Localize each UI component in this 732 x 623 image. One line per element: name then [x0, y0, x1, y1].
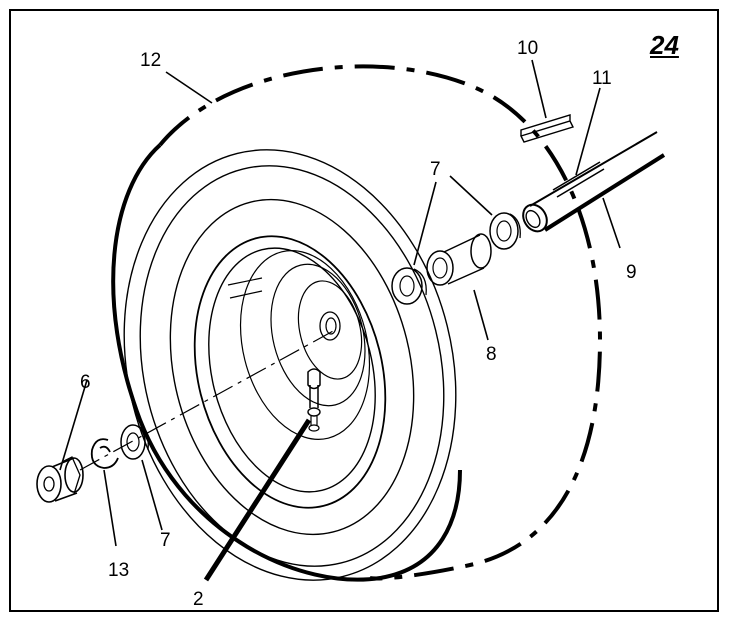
bushing	[36, 456, 84, 503]
tire-outer-edge	[158, 64, 603, 581]
callout-13: 13	[108, 560, 130, 581]
leader-10	[531, 59, 547, 119]
key	[520, 114, 574, 143]
leader-7c	[141, 459, 163, 531]
leader-7b	[449, 175, 493, 216]
valve-stem	[307, 368, 321, 432]
leader-11	[575, 87, 601, 176]
axle-centerline	[79, 329, 336, 471]
leader-6	[59, 379, 88, 471]
washer-right	[489, 212, 521, 250]
e-clip	[90, 438, 119, 469]
leader-2	[203, 418, 312, 582]
callout-11: 11	[592, 68, 612, 89]
callout-7-top: 7	[430, 159, 441, 180]
callout-12: 12	[140, 50, 162, 71]
leader-12	[165, 71, 213, 104]
leader-9	[602, 197, 621, 249]
callout-2: 2	[193, 589, 204, 610]
callout-9: 9	[626, 262, 637, 283]
callout-6: 6	[80, 372, 91, 393]
rim-well-2	[270, 263, 366, 407]
sidewall-ring-3	[169, 198, 415, 536]
callout-10: 10	[517, 38, 539, 59]
callout-7-bottom: 7	[160, 530, 171, 551]
rim-outer	[193, 235, 387, 509]
figure-number: 24	[650, 30, 679, 60]
hub-inner	[325, 317, 337, 335]
spacer-tube	[426, 233, 492, 286]
callout-8: 8	[486, 344, 497, 365]
rim-well-3	[297, 280, 363, 380]
rim-inner	[208, 247, 376, 493]
axle-shaft	[522, 131, 666, 233]
leader-8	[473, 289, 489, 341]
rim-rib	[227, 277, 263, 299]
leader-7a	[413, 181, 437, 266]
leader-13	[103, 469, 117, 547]
washer-left	[391, 267, 427, 305]
rim-well-1	[239, 250, 371, 440]
washer-bottom	[120, 424, 149, 460]
hub-outer	[319, 311, 341, 341]
sidewall-ring-1	[123, 149, 457, 581]
sidewall-ring-2	[139, 165, 445, 567]
tire-sidewall-outer	[111, 143, 462, 582]
